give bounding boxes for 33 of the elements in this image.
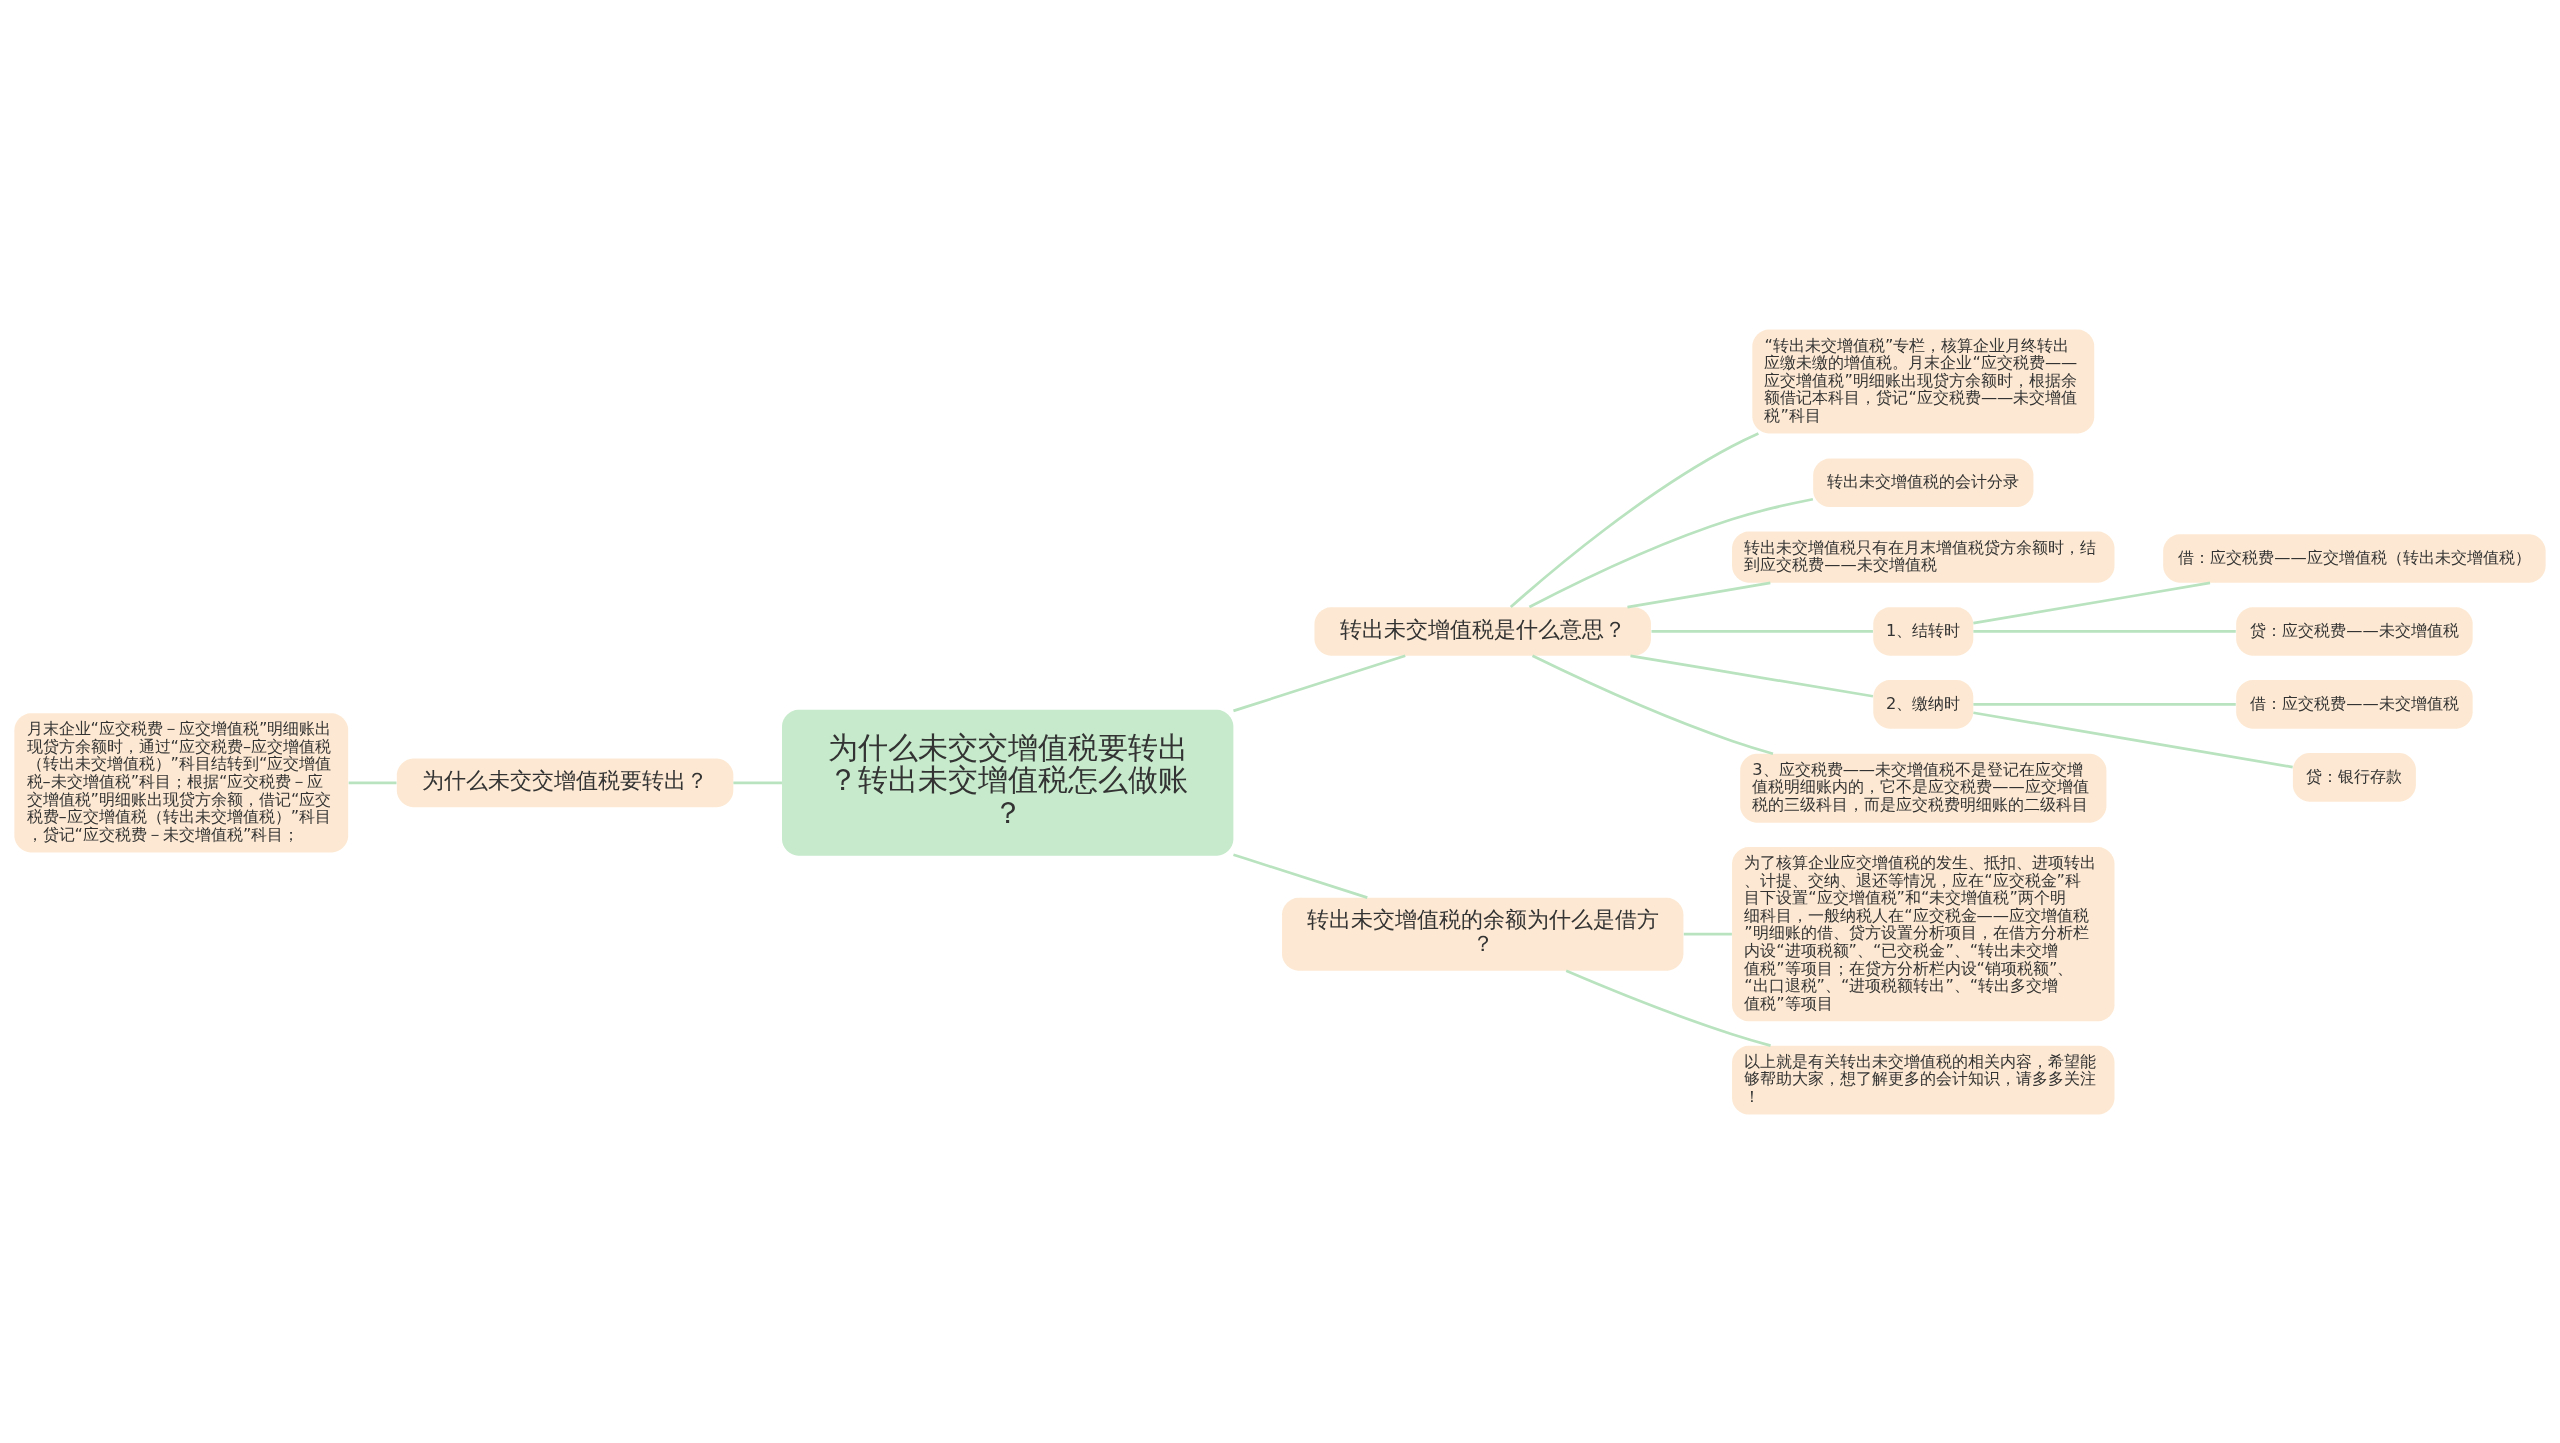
node-box: 为了核算企业应交增值税的发生、抵扣、进项转出、计提、交纳、退还等情况，应在“应交税金”科目下设置“应交增值税”和“未交增值税”两个明细科目，一般纳税人在“应交税金——应交增值税”明细账的借、贷方设置分析项目，在借方分析栏内设“进项税额”、“已交税金”、“转出未交增值税”等项目；在贷方分析栏内设“销项税额”、“出口退税”、“进项税额转出”、“转出多交增值税”等项目	[1732, 846, 2115, 1021]
connector	[1651, 629, 1873, 633]
connector	[1683, 932, 1732, 936]
connector	[1973, 581, 2211, 624]
connector	[1630, 654, 1874, 698]
connector	[733, 780, 782, 784]
connector	[1973, 702, 2236, 706]
node-box: 转出未交增值税只有在月末增值税贷方余额时，结到应交税费——未交增值税	[1732, 530, 2115, 583]
connector	[1531, 654, 1774, 755]
connector	[1565, 969, 1771, 1047]
node-box: 借：应交税费——应交增值税（转出未交增值税）	[2163, 533, 2546, 583]
connector	[1233, 654, 1406, 712]
node-box: 贷：应交税费——未交增值税	[2236, 606, 2473, 656]
connector	[1233, 852, 1368, 899]
node-box: 2、缴纳时	[1873, 679, 1974, 729]
connector	[1509, 431, 1759, 608]
node-box: 以上就是有关转出未交增值税的相关内容，希望能够帮助大家，想了解更多的会计知识，请多多关注！	[1732, 1045, 2115, 1115]
node-box: 3、应交税费——未交增值税不是登记在应交增值税明细账内的，它不是应交税费——应交增值税的三级科目，而是应交税费明细账的二级科目	[1740, 753, 2107, 823]
node-box: 贷：银行存款	[2292, 752, 2416, 802]
node-box: 月末企业“应交税费－应交增值税”明细账出现贷方余额时，通过“应交税费–应交增值税（转出未交增值税）”科目结转到“应交增值税–未交增值税”科目；根据“应交税费－应交增值税”明细账出现贷方余额，借记“应交税费–应交增值税（转出未交增值税）”科目，贷记“应交税费－未交增值税”科目；	[14, 712, 349, 852]
node-box: 转出未交增值税的余额为什么是借方？	[1282, 897, 1684, 971]
node-box: 为什么未交交增值税要转出？	[396, 758, 734, 807]
node-box: 借：应交税费——未交增值税	[2236, 679, 2473, 729]
connector	[348, 780, 397, 784]
connector	[1973, 629, 2236, 633]
node-box: 转出未交增值税是什么意思？	[1314, 606, 1651, 656]
node-box: 1、结转时	[1873, 606, 1974, 656]
connector	[1528, 497, 1814, 608]
node-box: 转出未交增值税的会计分录	[1813, 457, 2034, 507]
node-box: 为什么未交交增值税要转出？转出未交增值税怎么做账？	[782, 709, 1234, 856]
connector	[1973, 710, 2293, 768]
node-box: “转出未交增值税”专栏，核算企业月终转出应缴未缴的增值税。月末企业“应交税费——应交增值税”明细账出现贷方余额时，根据余额借记本科目，贷记“应交税费——未交增值税”科目	[1752, 328, 2095, 433]
connector	[1627, 581, 1771, 608]
